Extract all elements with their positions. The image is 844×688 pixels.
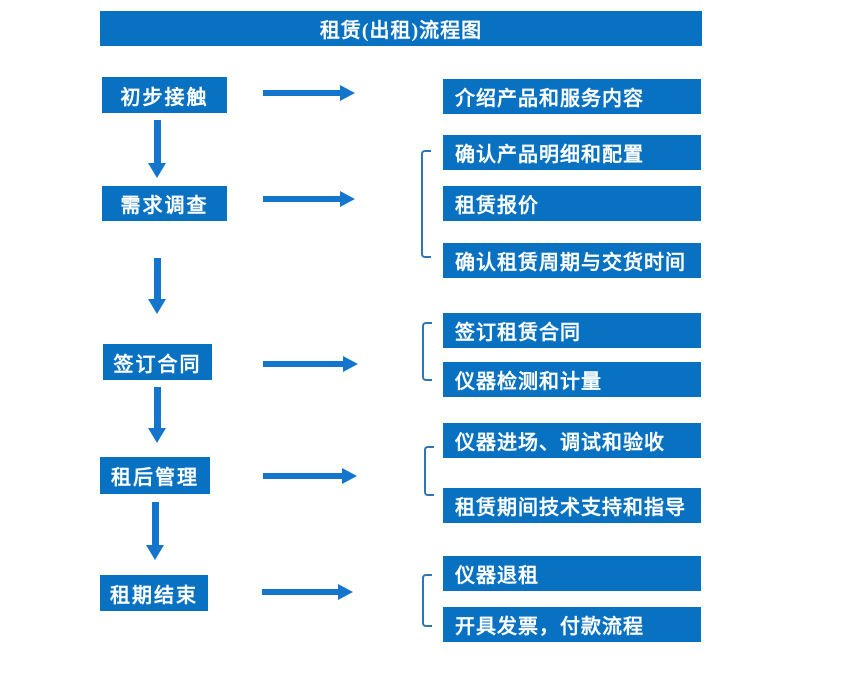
arrow-right-icon-initial-contact bbox=[263, 85, 355, 101]
stage-box-post-lease-management: 租后管理 bbox=[100, 457, 210, 494]
arrow-shaft bbox=[263, 473, 342, 479]
stage-box-sign-contract: 签订合同 bbox=[103, 344, 212, 380]
arrow-right-icon-post-lease bbox=[263, 468, 357, 484]
arrow-head bbox=[338, 584, 353, 600]
arrow-down-icon-1 bbox=[148, 120, 166, 178]
stage-box-lease-end: 租期结束 bbox=[100, 575, 208, 611]
arrow-head bbox=[340, 191, 355, 207]
arrow-shaft bbox=[263, 196, 340, 202]
output-box-lease-quote: 租赁报价 bbox=[443, 186, 701, 221]
output-box-invoice-payment: 开具发票，付款流程 bbox=[443, 607, 701, 642]
group-bracket-post-lease bbox=[424, 446, 434, 496]
arrow-shaft bbox=[263, 90, 340, 96]
arrow-head bbox=[146, 545, 164, 560]
arrow-head bbox=[148, 163, 166, 178]
arrow-shaft bbox=[153, 120, 161, 163]
group-bracket-sign-contract bbox=[422, 322, 432, 381]
stage-box-demand-survey: 需求调查 bbox=[102, 186, 227, 221]
group-bracket-lease-end bbox=[422, 574, 432, 627]
arrow-shaft bbox=[153, 258, 161, 299]
output-box-instrument-return: 仪器退租 bbox=[443, 556, 701, 591]
arrow-head bbox=[342, 468, 357, 484]
arrow-shaft bbox=[153, 387, 161, 428]
arrow-shaft bbox=[262, 589, 338, 595]
arrow-head bbox=[343, 356, 358, 372]
arrow-shaft bbox=[151, 502, 159, 545]
arrow-down-icon-4 bbox=[146, 502, 164, 560]
output-box-instrument-setup-acceptance: 仪器进场、调试和验收 bbox=[443, 423, 701, 458]
arrow-down-icon-2 bbox=[148, 258, 166, 314]
arrow-shaft bbox=[263, 361, 343, 367]
output-box-sign-lease-contract: 签订租赁合同 bbox=[443, 313, 701, 348]
arrow-head bbox=[148, 299, 166, 314]
output-box-confirm-product-details: 确认产品明细和配置 bbox=[443, 135, 701, 170]
stage-box-initial-contact: 初步接触 bbox=[102, 77, 227, 113]
arrow-head bbox=[340, 85, 355, 101]
flowchart-title: 租赁(出租)流程图 bbox=[100, 11, 702, 46]
output-box-tech-support: 租赁期间技术支持和指导 bbox=[443, 488, 701, 523]
arrow-right-icon-lease-end bbox=[262, 584, 353, 600]
output-box-instrument-testing: 仪器检测和计量 bbox=[443, 362, 701, 397]
output-box-introduce-products: 介绍产品和服务内容 bbox=[443, 79, 701, 114]
group-bracket-demand-survey bbox=[421, 150, 431, 258]
arrow-right-icon-demand-survey bbox=[263, 191, 355, 207]
output-box-confirm-lease-period: 确认租赁周期与交货时间 bbox=[443, 243, 701, 278]
arrow-down-icon-3 bbox=[148, 387, 166, 443]
arrow-head bbox=[148, 428, 166, 443]
arrow-right-icon-sign-contract bbox=[263, 356, 358, 372]
